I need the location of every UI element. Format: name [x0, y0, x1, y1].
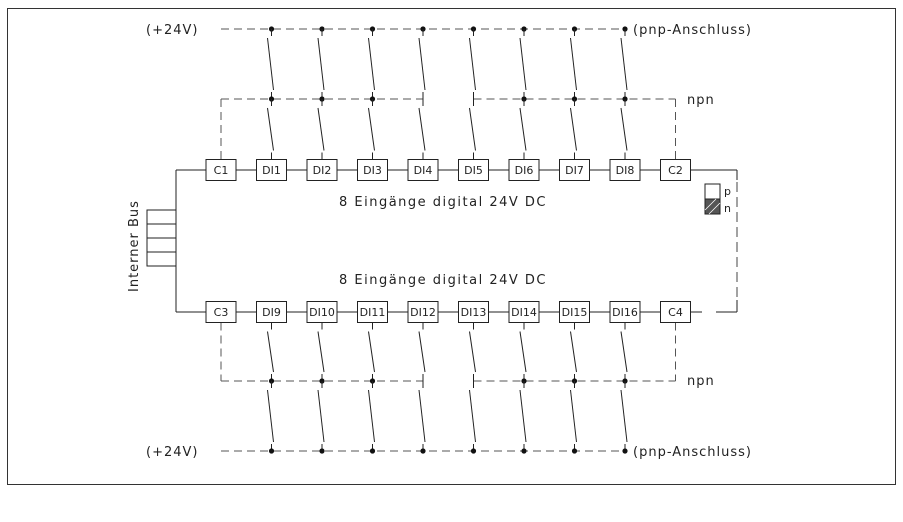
- terminal-label: DI5: [464, 164, 483, 177]
- terminal-label: DI10: [309, 306, 335, 319]
- pnp-switch-top-7-contact: [570, 37, 577, 91]
- junction-dot: [521, 448, 527, 454]
- switch-label-n: n: [724, 202, 731, 215]
- npn-switch-bottom-7-contact: [570, 331, 577, 373]
- junction-dot: [420, 448, 426, 454]
- supply-label-top: (+24V): [146, 23, 198, 38]
- pnp-switch-top-3-contact: [368, 37, 375, 91]
- npn-switch-top-8-contact: [620, 107, 628, 151]
- module-title-top: 8 Eingänge digital 24V DC: [339, 195, 547, 210]
- pnp-switch-top-8-contact: [620, 37, 628, 91]
- pnp-label-bottom: (pnp-Anschluss): [633, 445, 752, 460]
- terminal-label: DI13: [461, 306, 487, 319]
- pnp-switch-top-5-contact: [469, 37, 476, 91]
- terminal-di15: [559, 301, 590, 323]
- npn-switch-bottom-6-contact: [519, 331, 527, 373]
- npn-switch-top-1-contact: [267, 107, 274, 151]
- terminal-di5: [458, 159, 489, 181]
- junction-dot: [470, 448, 477, 454]
- npn-switch-bottom-3-contact: [368, 331, 375, 373]
- bus-connector: [146, 209, 177, 267]
- terminal-di16: [609, 301, 641, 323]
- terminal-label: DI15: [562, 306, 588, 319]
- diagram-frame: [7, 8, 896, 485]
- npn-switch-top-6-contact: [519, 107, 527, 151]
- terminal-label: DI16: [612, 306, 638, 319]
- terminal-c3: [205, 301, 237, 323]
- pnp-switch-top-6-contact: [519, 37, 527, 91]
- terminal-label: DI14: [511, 306, 537, 319]
- npn-switch-bottom-8-contact: [620, 331, 628, 373]
- terminal-c2: [660, 159, 691, 181]
- terminal-label: DI6: [515, 164, 534, 177]
- terminal-label: DI12: [410, 306, 436, 319]
- terminal-label: DI7: [565, 164, 584, 177]
- module-title-bottom: 8 Eingänge digital 24V DC: [339, 273, 547, 288]
- pnp-switch-bottom-5-contact: [469, 389, 476, 443]
- terminal-label: C1: [214, 164, 229, 177]
- terminal-di9: [256, 301, 287, 323]
- switch-label-p: p: [724, 185, 731, 198]
- terminal-label: DI3: [363, 164, 382, 177]
- pnp-label-top: (pnp-Anschluss): [633, 23, 752, 38]
- terminal-label: DI4: [414, 164, 433, 177]
- terminal-di8: [609, 159, 641, 181]
- terminal-di12: [407, 301, 439, 323]
- npn-label-top: npn: [687, 93, 715, 108]
- npn-switch-top-4-contact: [418, 107, 426, 151]
- pnp-switch-bottom-1-contact: [267, 389, 274, 443]
- static-wiring: [175, 169, 738, 313]
- terminal-di10: [306, 301, 338, 323]
- pnp-switch-top-1-contact: [267, 37, 274, 91]
- junction-dot: [369, 448, 376, 454]
- npn-switch-bottom-1-contact: [267, 331, 274, 373]
- terminal-label: DI11: [360, 306, 386, 319]
- terminal-label: DI2: [313, 164, 332, 177]
- internal-bus-label: Interner Bus: [127, 200, 142, 292]
- junction-dot: [622, 448, 628, 454]
- npn-switch-bottom-5-contact: [469, 331, 476, 373]
- terminal-di4: [407, 159, 439, 181]
- terminal-di7: [559, 159, 590, 181]
- pnp-switch-bottom-2-contact: [317, 389, 325, 443]
- pnp-switch-bottom-7-contact: [570, 389, 577, 443]
- npn-switch-bottom-2-contact: [317, 331, 325, 373]
- npn-label-bottom: npn: [687, 374, 715, 389]
- pnp-switch-top-4-contact: [418, 37, 426, 91]
- terminal-c4: [660, 301, 691, 323]
- pnp-switch-bottom-3-contact: [368, 389, 375, 443]
- terminal-di1: [256, 159, 287, 181]
- terminal-di14: [508, 301, 540, 323]
- terminal-di6: [508, 159, 540, 181]
- pnp-switch-bottom-4-contact: [418, 389, 426, 443]
- terminal-di3: [357, 159, 388, 181]
- terminal-label: DI1: [262, 164, 281, 177]
- terminal-di2: [306, 159, 338, 181]
- pnp-switch-top-2-contact: [317, 37, 325, 91]
- terminal-label: C3: [214, 306, 229, 319]
- terminal-di13: [458, 301, 489, 323]
- terminal-di11: [357, 301, 388, 323]
- terminal-c1: [205, 159, 237, 181]
- pnp-switch-bottom-8-contact: [620, 389, 628, 443]
- npn-switch-top-3-contact: [368, 107, 375, 151]
- supply-label-bottom: (+24V): [146, 445, 198, 460]
- junction-dot: [268, 448, 275, 454]
- npn-switch-bottom-4-contact: [418, 331, 426, 373]
- junction-dot: [571, 448, 578, 454]
- junction-dot: [319, 448, 325, 454]
- terminal-label: C2: [668, 164, 683, 177]
- npn-switch-top-5-contact: [469, 107, 476, 151]
- terminal-label: DI8: [616, 164, 635, 177]
- terminal-label: C4: [668, 306, 683, 319]
- pnp-npn-selector: [704, 183, 721, 215]
- pnp-switch-bottom-6-contact: [519, 389, 527, 443]
- npn-switch-top-7-contact: [570, 107, 577, 151]
- terminal-label: DI9: [262, 306, 281, 319]
- npn-switch-top-2-contact: [317, 107, 325, 151]
